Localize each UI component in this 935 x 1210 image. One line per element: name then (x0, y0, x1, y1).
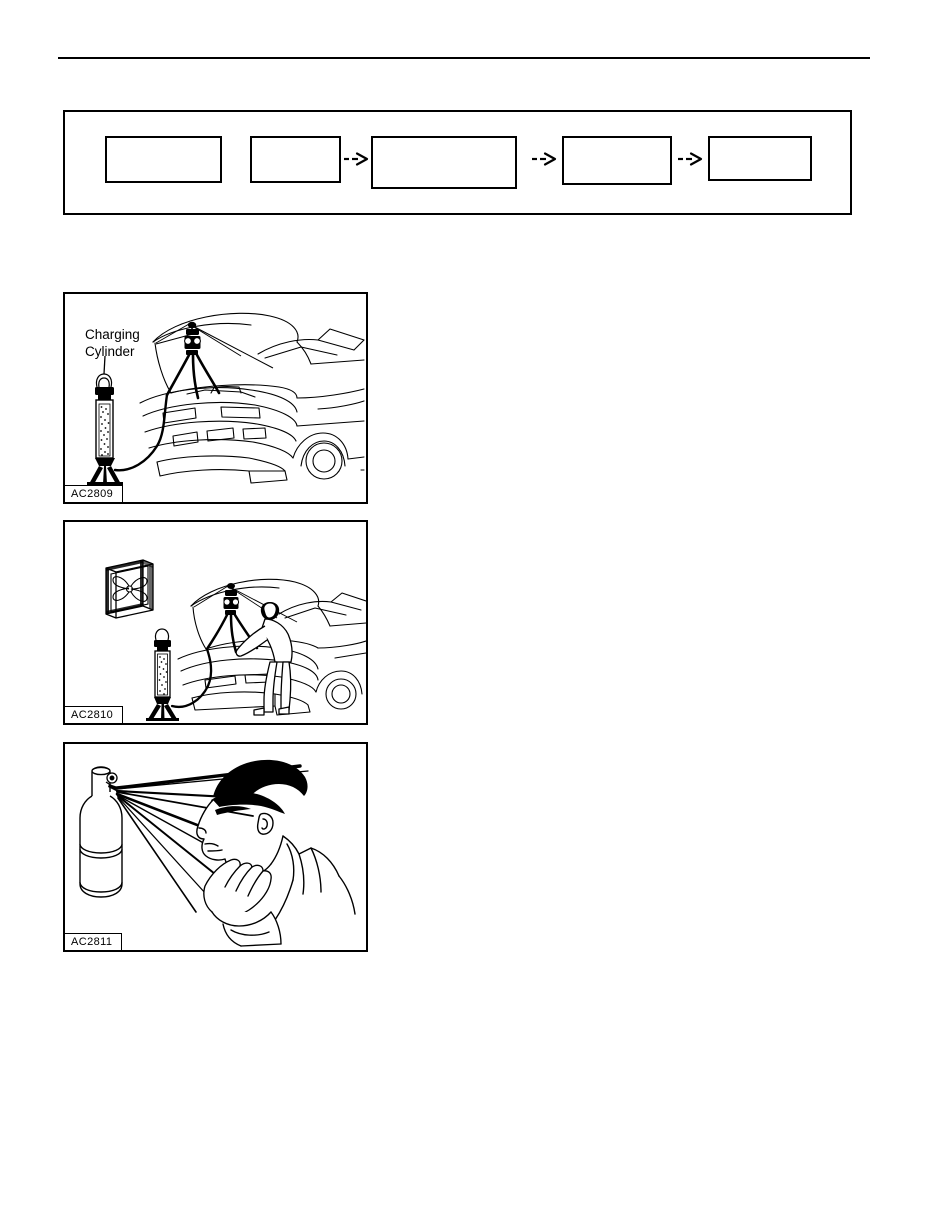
flowchart-arrow-3 (678, 152, 703, 166)
charging-cylinder (87, 373, 169, 486)
illustration-fan-technician-vehicle (105, 559, 366, 721)
header-rule (58, 57, 870, 59)
hands (203, 858, 282, 947)
refrigerant-can (79, 766, 123, 898)
flowchart-box-5 (708, 136, 812, 181)
flowchart-box-1 (105, 136, 222, 183)
flowchart-box-4 (562, 136, 672, 185)
box-fan (105, 559, 154, 619)
figure-id-ac2809: AC2809 (65, 485, 124, 502)
figure-panel-ac2809: Charging Cylinder AC2809 (63, 292, 368, 504)
flowchart-box-2 (250, 136, 341, 183)
flowchart-frame (63, 110, 852, 215)
flowchart-box-3 (371, 136, 517, 189)
flowchart-arrow-1 (344, 152, 369, 166)
figure-panel-ac2811: AC2811 (63, 742, 368, 952)
figure-id-ac2811: AC2811 (65, 933, 123, 950)
technician (235, 602, 293, 716)
flowchart-arrow-2 (532, 152, 557, 166)
charging-cylinder (146, 628, 213, 721)
illustration-charging-cylinder-vehicle (87, 312, 365, 486)
figure-id-ac2810: AC2810 (65, 706, 124, 723)
person-head (196, 759, 308, 876)
figure-panel-ac2810: AC2810 (63, 520, 368, 725)
illustration-refrigerant-spray-hazard (79, 759, 356, 947)
callout-charging-cylinder: Charging Cylinder (85, 327, 140, 359)
flowchart-inner (65, 112, 850, 213)
